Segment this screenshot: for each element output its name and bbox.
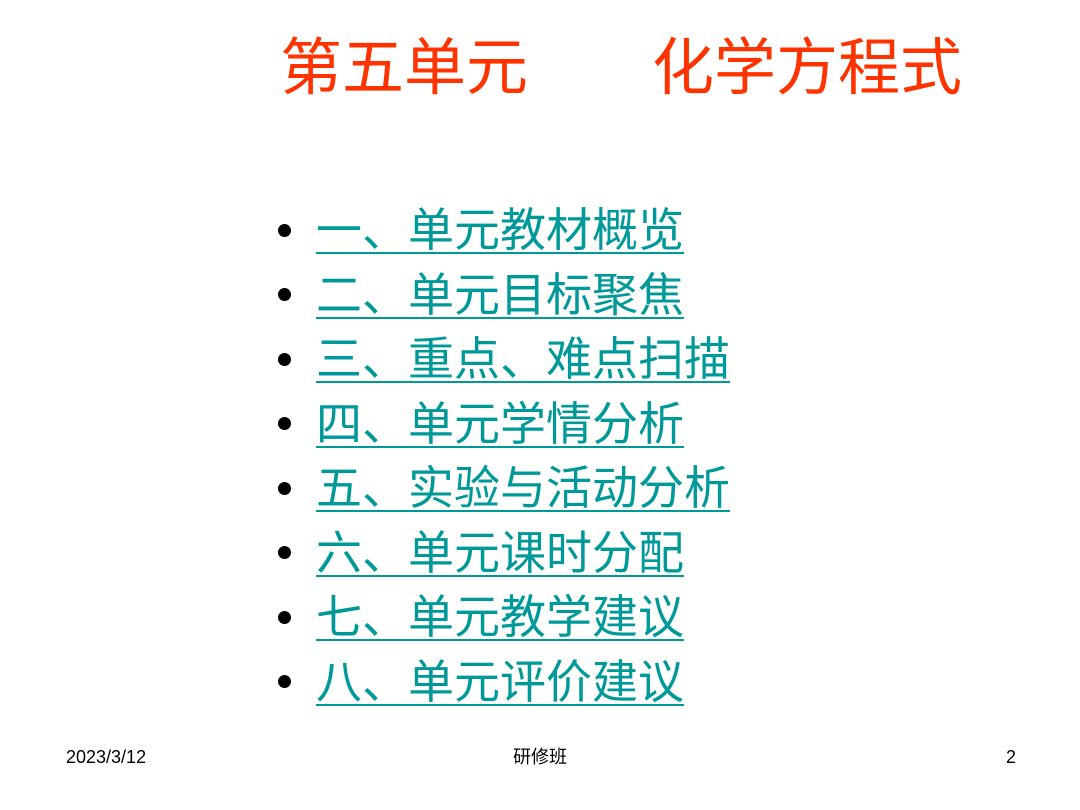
bullet-icon bbox=[278, 675, 291, 689]
toc-link-6[interactable]: 六、单元课时分配 bbox=[316, 525, 684, 580]
page-number: 2 bbox=[1005, 747, 1016, 767]
bullet-icon bbox=[278, 610, 291, 624]
toc-link-4[interactable]: 四、单元学情分析 bbox=[316, 396, 684, 451]
bullet-icon bbox=[278, 288, 291, 302]
toc-item-7: 七、单元教学建议 bbox=[278, 585, 730, 650]
toc-item-6: 六、单元课时分配 bbox=[278, 521, 730, 586]
toc-item-4: 四、单元学情分析 bbox=[278, 392, 730, 457]
toc-link-5[interactable]: 五、实验与活动分析 bbox=[316, 461, 730, 516]
table-of-contents: 一、单元教材概览 二、单元目标聚焦 三、重点、难点扫描 四、单元学情分析 五、实… bbox=[278, 198, 730, 714]
toc-item-1: 一、单元教材概览 bbox=[278, 198, 730, 263]
bullet-icon bbox=[278, 481, 291, 495]
toc-item-8: 八、单元评价建议 bbox=[278, 650, 730, 715]
bullet-icon bbox=[278, 352, 291, 366]
footer-date: 2023/3/12 bbox=[66, 747, 147, 767]
toc-item-5: 五、实验与活动分析 bbox=[278, 456, 730, 521]
toc-link-8[interactable]: 八、单元评价建议 bbox=[316, 654, 684, 709]
toc-link-1[interactable]: 一、单元教材概览 bbox=[316, 203, 684, 258]
slide-title: 第五单元 化学方程式 bbox=[280, 31, 963, 104]
toc-item-2: 二、单元目标聚焦 bbox=[278, 263, 730, 328]
bullet-icon bbox=[278, 546, 291, 560]
toc-link-3[interactable]: 三、重点、难点扫描 bbox=[316, 332, 730, 387]
toc-link-7[interactable]: 七、单元教学建议 bbox=[316, 590, 684, 645]
toc-item-3: 三、重点、难点扫描 bbox=[278, 327, 730, 392]
bullet-icon bbox=[278, 417, 291, 431]
bullet-icon bbox=[278, 223, 291, 237]
toc-link-2[interactable]: 二、单元目标聚焦 bbox=[316, 267, 684, 322]
footer-center-text: 研修班 bbox=[513, 747, 567, 767]
